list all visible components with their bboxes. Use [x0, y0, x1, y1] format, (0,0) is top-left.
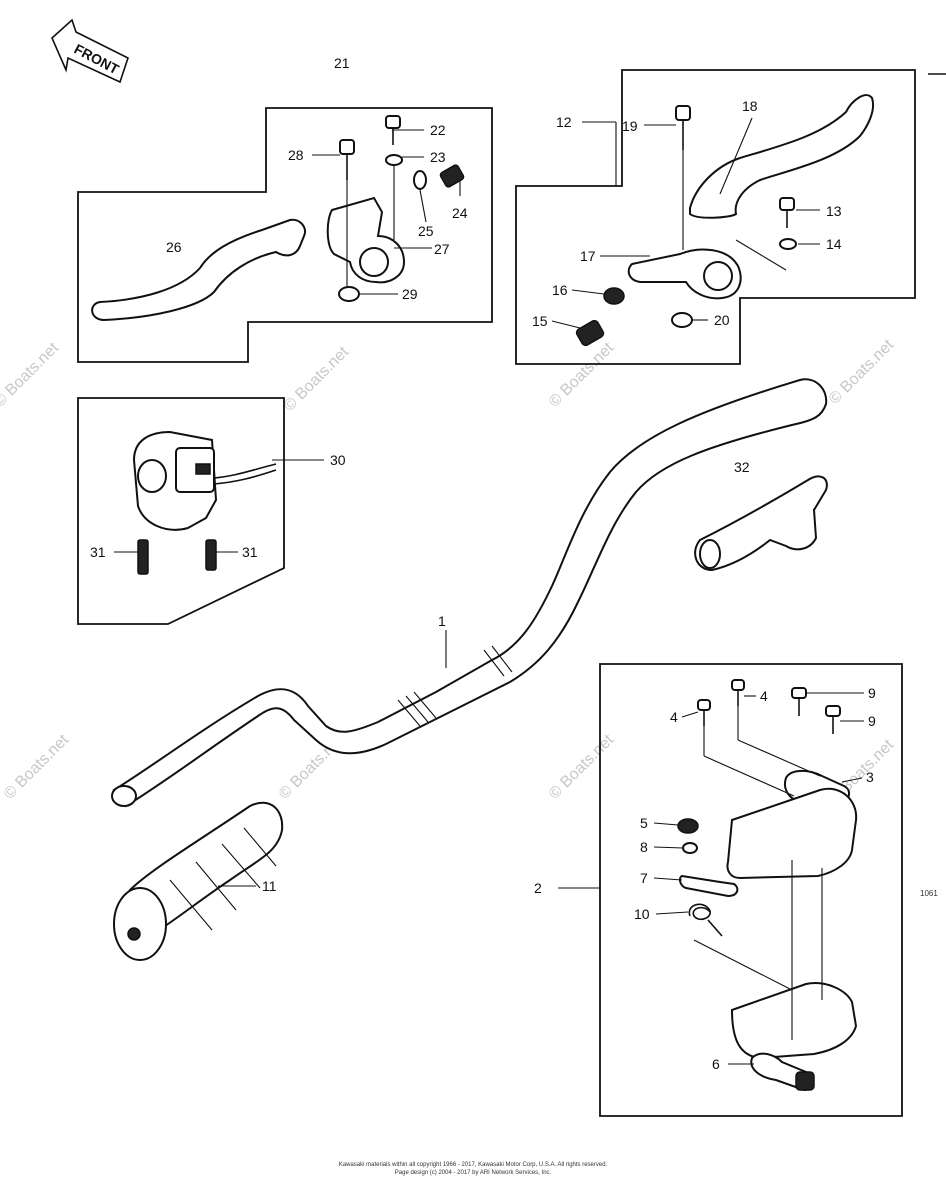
callout-9a: 9	[868, 685, 876, 701]
callout-7: 7	[640, 870, 648, 886]
callout-31b: 31	[242, 544, 258, 560]
callouts: 21 22 28 23 24 25 26 27 29 12 19 18 13 1…	[90, 55, 876, 1072]
callout-5: 5	[640, 815, 648, 831]
watermark-text: © Boats.net	[546, 731, 618, 803]
callout-21: 21	[334, 55, 350, 71]
callout-6: 6	[712, 1056, 720, 1072]
callout-4b: 4	[760, 688, 768, 704]
watermark-text: © Boats.net	[281, 343, 353, 415]
leader-lines	[114, 117, 864, 1065]
watermark-text: © Boats.net	[0, 339, 63, 411]
callout-14: 14	[826, 236, 842, 252]
callout-15: 15	[532, 313, 548, 329]
switch-assembly	[77, 397, 285, 625]
watermark-text: © Boats.net	[1, 731, 73, 803]
footer-line-2: Page design (c) 2004 - 2017 by ARI Netwo…	[395, 1170, 552, 1176]
callout-32: 32	[734, 459, 750, 475]
grip-11	[113, 801, 284, 961]
callout-25: 25	[418, 223, 434, 239]
callout-31a: 31	[90, 544, 106, 560]
switch-housing-assembly	[599, 663, 903, 1117]
callout-10: 10	[634, 906, 650, 922]
footer: Kawasaki materials within all copyright …	[339, 1162, 608, 1176]
grip-32	[694, 475, 828, 572]
clutch-lever-assembly	[77, 107, 493, 363]
callout-16: 16	[552, 282, 568, 298]
handlebar-1	[111, 378, 828, 808]
watermark-text: © Boats.net	[826, 336, 898, 408]
callout-13: 13	[826, 203, 842, 219]
callout-4a: 4	[670, 709, 678, 725]
callout-22: 22	[430, 122, 446, 138]
callout-8: 8	[640, 839, 648, 855]
callout-26: 26	[166, 239, 182, 255]
callout-17: 17	[580, 248, 596, 264]
watermark-text: © Boats.net	[546, 339, 618, 411]
brake-lever-assembly	[515, 69, 916, 365]
callout-12: 12	[556, 114, 572, 130]
callout-3: 3	[866, 769, 874, 785]
callout-27: 27	[434, 241, 450, 257]
front-arrow: FRONT	[51, 18, 129, 84]
callout-28: 28	[288, 147, 304, 163]
callout-9b: 9	[868, 713, 876, 729]
footer-line-1: Kawasaki materials within all copyright …	[339, 1162, 608, 1168]
callout-30: 30	[330, 452, 346, 468]
figure-code: 1061	[920, 889, 938, 898]
callout-2: 2	[534, 880, 542, 896]
bolt-28	[339, 139, 355, 155]
callout-11: 11	[262, 878, 277, 894]
callout-29: 29	[402, 286, 418, 302]
callout-18: 18	[742, 98, 758, 114]
callout-23: 23	[430, 149, 446, 165]
callout-1: 1	[438, 613, 446, 629]
callout-20: 20	[714, 312, 730, 328]
callout-19: 19	[622, 118, 638, 134]
callout-24: 24	[452, 205, 468, 221]
